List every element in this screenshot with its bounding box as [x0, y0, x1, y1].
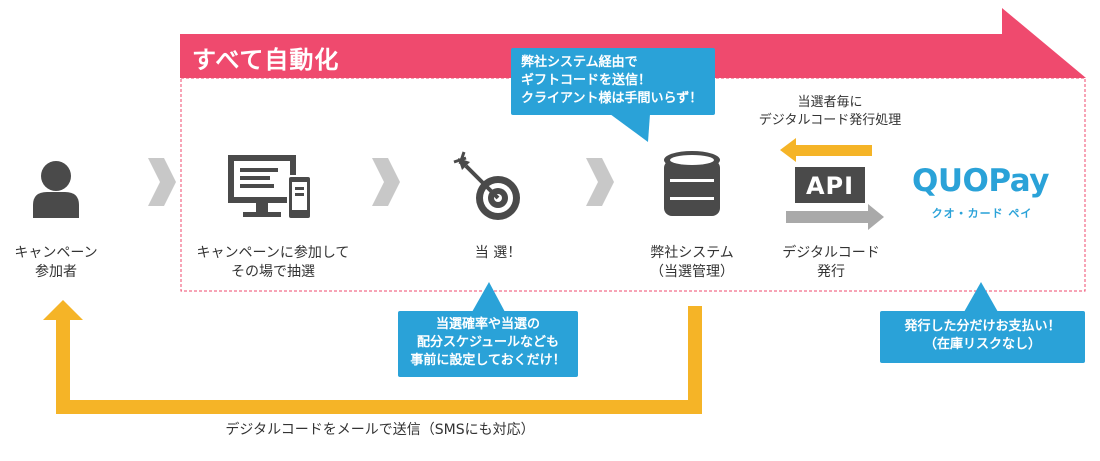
callout-right-pointer	[964, 282, 998, 312]
arrow-left-icon	[780, 138, 872, 162]
quopay-logo: QUOPay	[912, 163, 1049, 199]
target-icon	[453, 151, 520, 220]
automation-banner-arrow	[180, 8, 1086, 78]
quopay-subtitle: クオ・カード ペイ	[931, 207, 1033, 220]
arrow-right-icon	[786, 204, 884, 230]
devices-icon	[228, 155, 312, 220]
callout-top-pointer	[610, 114, 650, 142]
banner-title: すべて自動化	[192, 46, 340, 74]
label-join-lottery: キャンペーンに参加して その場で抽選	[196, 245, 350, 280]
api-icon	[795, 167, 865, 203]
person-icon	[33, 161, 79, 218]
callout-top: 弊社システム経由で ギフトコードを送信！ クライアント様は手間いらず！	[511, 48, 715, 115]
database-icon	[664, 151, 720, 216]
label-win: 当 選！	[474, 245, 522, 261]
label-issue-code: デジタルコード 発行	[782, 245, 880, 280]
label-participant: キャンペーン 参加者	[14, 245, 98, 280]
api-label: API	[805, 172, 855, 200]
label-system: 弊社システム （当選管理）	[650, 245, 734, 280]
chevron-icon	[148, 158, 176, 206]
callout-right: 発行した分だけお支払い！ （在庫リスクなし）	[880, 311, 1085, 363]
chevron-icon	[372, 158, 400, 206]
api-caption: 当選者毎に デジタルコード発行処理	[758, 95, 902, 128]
bottom-caption: デジタルコードをメールで送信（SMSにも対応）	[225, 422, 535, 438]
chevron-icon	[586, 158, 614, 206]
callout-middle: 当選確率や当選の 配分スケジュールなども 事前に設定しておくだけ！	[398, 311, 578, 377]
callout-middle-pointer	[472, 282, 505, 312]
return-loop-arrow	[43, 300, 702, 414]
